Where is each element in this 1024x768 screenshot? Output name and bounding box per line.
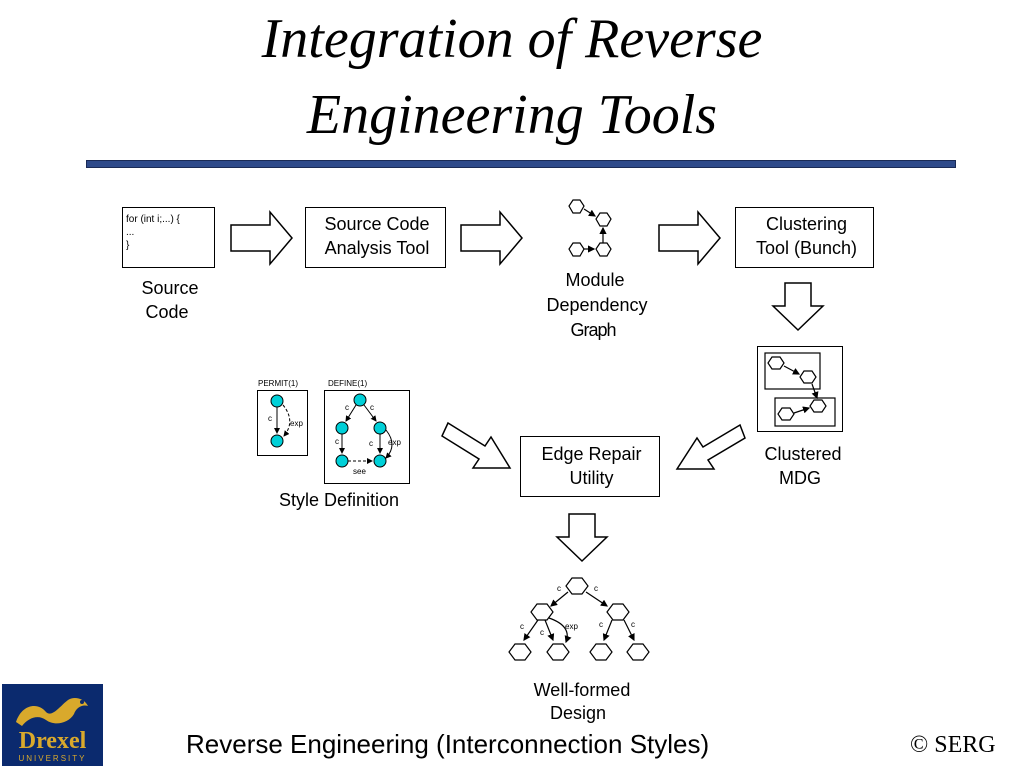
slide-title-line1: Integration of Reverse — [261, 8, 763, 70]
permit-edge-c: c — [268, 414, 272, 423]
edge-repair-label-1: Edge Repair — [541, 444, 642, 464]
define-edge-see: see — [353, 467, 366, 476]
clustering-label-2: Tool (Bunch) — [755, 238, 858, 258]
mdg-node-3 — [568, 242, 585, 257]
drexel-logo: Drexel UNIVERSITY — [2, 684, 103, 766]
permit-node-bottom — [270, 434, 284, 448]
tree-edge-c1: c — [557, 584, 561, 593]
tree-edge-exp: exp — [565, 622, 578, 631]
analysis-tool-box — [305, 207, 446, 268]
code-line-1: for (int i;...) { — [126, 214, 180, 225]
title-rule — [86, 160, 956, 168]
tree-edge-c4: c — [540, 628, 544, 637]
tree-edge-c2: c — [594, 584, 598, 593]
define-box — [324, 390, 410, 484]
permit-label: PERMIT(1) — [258, 379, 298, 388]
source-code-box — [122, 207, 215, 268]
clustering-label-1: Clustering — [765, 214, 848, 234]
source-code-label-1: Source — [141, 278, 199, 298]
permit-box — [257, 390, 308, 456]
style-definition-label: Style Definition — [278, 490, 400, 510]
clustered-mdg-label-1: Clustered — [764, 444, 842, 464]
slide-title-line2: Engineering Tools — [306, 84, 718, 146]
code-line-3: } — [126, 240, 130, 251]
permit-node-top — [270, 394, 284, 408]
define-graph — [335, 393, 393, 468]
mdg-label-2: Dependency — [546, 295, 648, 315]
clustering-tool-box — [735, 207, 874, 268]
well-formed-tree — [508, 577, 650, 661]
footer-copyright: © SERG — [910, 732, 996, 758]
tree-edge-c3: c — [520, 622, 524, 631]
flow-arrow-2 — [460, 209, 523, 267]
permit-edge-exp: exp — [290, 419, 303, 428]
edge-repair-box — [520, 436, 660, 497]
flow-arrow-diag-left — [441, 421, 512, 469]
source-code-label-2: Code — [145, 302, 189, 322]
mdg-label-1: Module — [565, 270, 625, 290]
analysis-tool-label-2: Analysis Tool — [324, 238, 430, 258]
tree-edge-c5: c — [599, 620, 603, 629]
flow-arrow-3 — [658, 209, 721, 267]
define-edge-c3: c — [335, 437, 339, 446]
flow-arrow-diag-right — [675, 423, 746, 470]
define-edge-c4: c — [369, 439, 373, 448]
tree-edge-c6: c — [631, 620, 635, 629]
flow-arrow-down-1 — [771, 282, 825, 332]
permit-graph — [270, 394, 291, 448]
flow-arrow-down-2 — [555, 513, 609, 563]
clustered-mdg-label-2: MDG — [779, 468, 821, 488]
define-edge-exp: exp — [388, 438, 401, 447]
mdg-graph — [568, 199, 612, 257]
mdg-node-2 — [595, 212, 612, 227]
analysis-tool-label-1: Source Code — [324, 214, 430, 234]
logo-sub: UNIVERSITY — [18, 754, 87, 763]
define-edge-c1: c — [345, 403, 349, 412]
flow-arrow-1 — [230, 209, 293, 267]
code-line-2: ... — [126, 227, 135, 238]
define-edge-c2: c — [370, 403, 374, 412]
edge-repair-label-2: Utility — [569, 468, 614, 488]
dragon-icon — [16, 698, 88, 726]
define-label: DEFINE(1) — [328, 379, 368, 388]
logo-name: Drexel — [18, 728, 87, 754]
mdg-node-4 — [595, 242, 612, 257]
footer-title: Reverse Engineering (Interconnection Sty… — [186, 729, 710, 759]
mdg-label-3: Graph — [570, 320, 616, 340]
well-formed-label-2: Design — [549, 703, 607, 723]
mdg-node-1 — [568, 199, 585, 214]
well-formed-label-1: Well-formed — [533, 680, 631, 700]
clustered-mdg-graph — [764, 352, 836, 427]
